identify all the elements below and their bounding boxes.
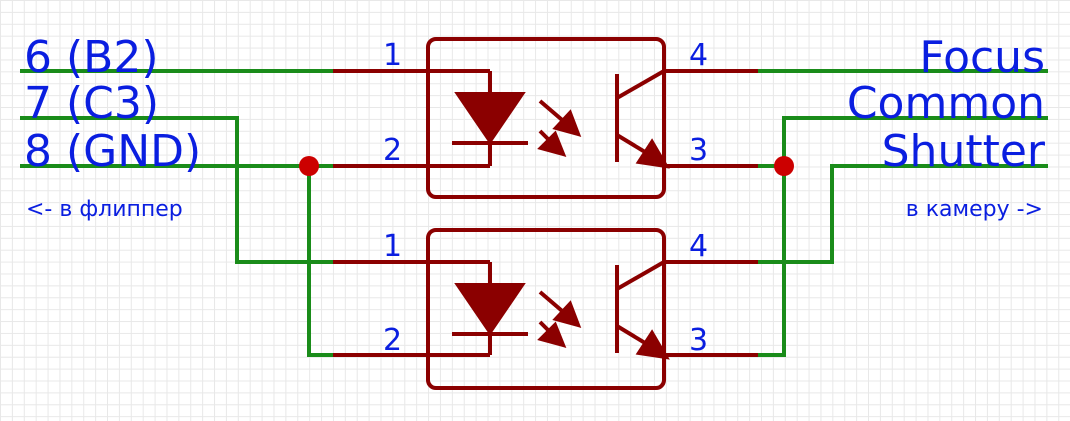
phototransistor-icon (615, 260, 670, 360)
junction-dot-left (299, 156, 319, 176)
optocoupler-2 (333, 228, 758, 390)
opto2-pin-1: 1 (383, 229, 402, 264)
opto2-pin-4: 4 (689, 229, 708, 264)
wire-common (756, 116, 1048, 168)
wire-net-7-c3 (20, 116, 335, 264)
caption-to-flipper: <- в флиппер (26, 197, 183, 222)
opto1-pin-2: 2 (383, 133, 402, 168)
optocoupler-1-body (426, 37, 666, 199)
led-diode-icon (428, 260, 528, 357)
optocoupler-1 (333, 37, 758, 199)
caption-to-camera: в камеру -> (906, 197, 1043, 222)
wire-gnd-branch (307, 164, 335, 357)
net-label-common: Common (847, 78, 1045, 129)
opto1-pin-1: 1 (383, 38, 402, 73)
opto2-pin-3: 3 (689, 323, 708, 358)
net-label-focus: Focus (919, 32, 1045, 83)
junction-dot-right (774, 156, 794, 176)
wire-common-branch (756, 164, 786, 357)
opto1-pin-3: 3 (689, 133, 708, 168)
phototransistor-icon (615, 69, 670, 169)
light-emission-arrows-icon (537, 290, 582, 348)
wire-shutter (756, 164, 1048, 264)
opto1-pin-4: 4 (689, 38, 708, 73)
opto2-pin-2: 2 (383, 323, 402, 358)
net-label-8-gnd: 8 (GND) (24, 126, 201, 177)
net-label-shutter: Shutter (882, 126, 1046, 177)
net-label-6-b2: 6 (B2) (24, 32, 159, 83)
wires (20, 69, 1048, 357)
optocoupler-2-body (426, 228, 666, 390)
net-label-7-c3: 7 (C3) (24, 78, 159, 129)
light-emission-arrows-icon (537, 99, 582, 157)
led-diode-icon (428, 69, 528, 168)
